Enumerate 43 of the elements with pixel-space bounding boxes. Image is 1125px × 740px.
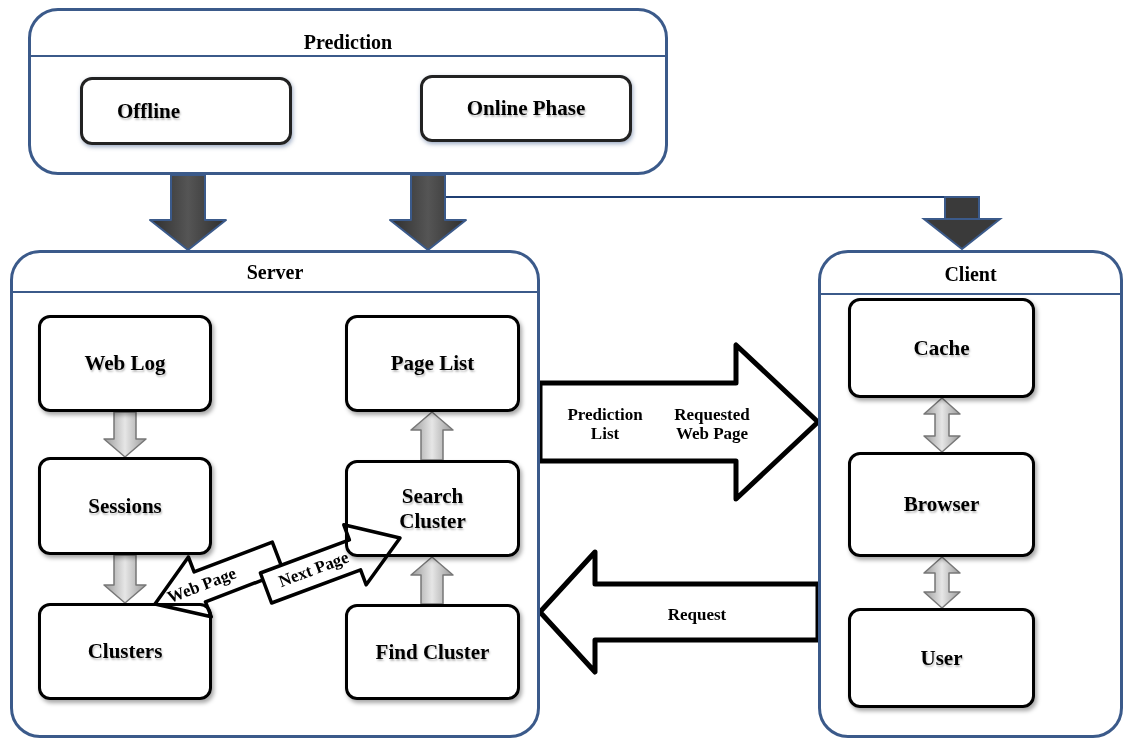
edge-label: Web Page — [164, 564, 239, 608]
box-label: Web Log — [84, 351, 166, 376]
box-label: Offline — [117, 98, 180, 124]
box-label: Find Cluster — [375, 639, 490, 665]
box-label: Clusters — [87, 639, 163, 664]
group-panel — [28, 8, 668, 175]
block-arrow — [410, 556, 454, 605]
block-arrow — [923, 556, 961, 609]
block-arrow — [389, 174, 467, 251]
process-box — [345, 604, 520, 700]
box-label: Search Cluster — [398, 484, 467, 533]
process-box — [345, 460, 520, 557]
process-box — [38, 315, 212, 412]
process-box — [38, 603, 212, 700]
block-arrow — [923, 397, 961, 453]
block-arrow — [410, 411, 454, 461]
process-box — [80, 77, 292, 145]
edge-label: Prediction List — [566, 406, 644, 444]
process-box — [345, 315, 520, 412]
box-label: Page List — [390, 351, 475, 376]
panel-heading: Prediction — [302, 31, 394, 54]
box-label: Sessions — [88, 493, 162, 519]
block-arrow — [537, 549, 821, 675]
block-arrow — [103, 411, 147, 458]
process-box — [848, 452, 1035, 557]
box-label: Browser — [903, 492, 980, 517]
block-arrow — [149, 174, 227, 251]
box-label: Cache — [913, 335, 970, 361]
arrow-label: Requested Web Page — [673, 406, 751, 444]
panel-heading: Server — [245, 261, 305, 284]
connector-arrow — [445, 196, 1001, 250]
block-arrow — [537, 342, 821, 502]
box-label: Online Phase — [466, 96, 586, 121]
process-box — [420, 75, 632, 142]
process-box — [848, 608, 1035, 708]
edge-label: Request — [666, 605, 728, 625]
process-box — [848, 298, 1035, 398]
process-box — [38, 457, 212, 555]
box-label: User — [920, 645, 963, 671]
panel-heading: Client — [943, 263, 998, 286]
edge-label: Next Page — [276, 548, 352, 592]
block-arrow — [103, 554, 147, 604]
block-arrow — [258, 523, 402, 605]
